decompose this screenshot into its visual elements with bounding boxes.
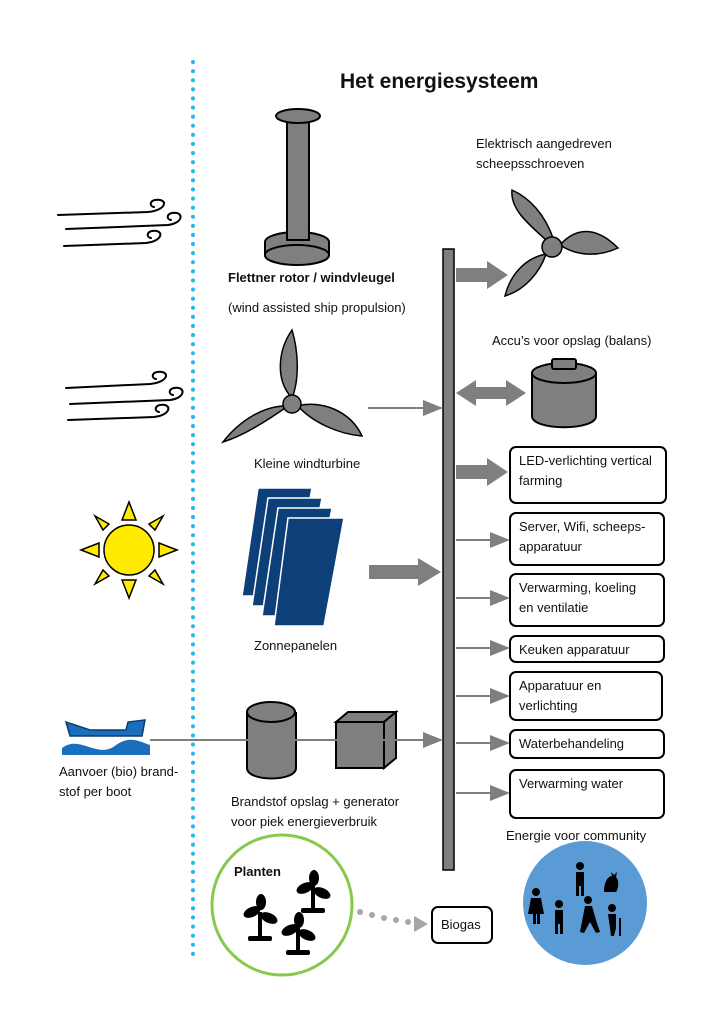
arrow-to-led [456, 458, 508, 486]
consumer-box-appliances: Apparatuur en verlichting [509, 671, 663, 721]
page-title: Het energiesysteem [340, 70, 539, 93]
cat-icon [604, 872, 619, 892]
person-icon [608, 904, 621, 936]
plants-circle [210, 833, 354, 977]
flettner-subtitle: (wind assisted ship propulsion) [228, 300, 406, 315]
battery-label: Accu’s voor opslag (balans) [492, 333, 652, 348]
consumer-box-line2: verlichting [519, 698, 578, 713]
wind-gust-icon [65, 370, 184, 421]
biogas-box: Biogas [431, 906, 493, 944]
consumer-box-line1: Waterbehandeling [519, 736, 625, 751]
solar-panel-icon [241, 487, 345, 627]
person-icon [580, 896, 600, 933]
battery-icon [531, 358, 597, 429]
propellers-label-line1: Elektrisch aangedreven [476, 136, 612, 151]
plant-icon [281, 912, 316, 955]
energy-bus-bar [442, 248, 455, 871]
consumer-box-line1: Server, Wifi, scheeps- [519, 519, 646, 534]
wind-turbine-label: Kleine windturbine [254, 456, 361, 471]
consumer-box-led: LED-verlichting vertical farming [509, 446, 667, 504]
propeller-icon [503, 188, 620, 298]
consumer-box-line2: apparatuur [519, 539, 582, 554]
boat-label-line2: stof per boot [59, 784, 132, 799]
fuel-tank-icon [246, 701, 297, 780]
consumer-box-heating: Verwarming, koeling en ventilatie [509, 573, 665, 627]
consumer-box-server: Server, Wifi, scheeps- apparatuur [509, 512, 665, 566]
consumer-box-line1: Apparatuur en [519, 678, 602, 693]
consumer-box-line2: farming [519, 473, 563, 488]
ship-icon [62, 719, 150, 755]
thin-arrows [150, 400, 510, 801]
consumer-box-water-treatment: Waterbehandeling [509, 729, 665, 759]
solar-label: Zonnepanelen [254, 638, 338, 653]
person-icon [555, 900, 563, 934]
wind-turbine-icon [220, 328, 364, 444]
sun-icon [78, 499, 180, 601]
arrow-to-propellers [456, 261, 508, 289]
consumer-box-line1: LED-verlichting vertical [519, 453, 652, 468]
plants-label: Planten [234, 864, 281, 879]
thick-arrows [369, 261, 526, 586]
community-label: Energie voor community [506, 828, 647, 843]
propellers-label-line2: scheepsschroeven [476, 156, 585, 171]
biogas-dotted-arrow [357, 909, 428, 932]
arrow-battery-bidirectional [456, 380, 526, 406]
fuel-label-line2: voor piek energieverbruik [231, 814, 377, 829]
plant-icon [243, 894, 278, 941]
boat-label-line1: Aanvoer (bio) brand- [59, 764, 179, 779]
flettner-rotor-icon [264, 108, 330, 266]
biogas-label: Biogas [441, 917, 481, 932]
person-icon [576, 862, 584, 896]
consumer-box-kitchen: Keuken apparatuur [509, 635, 665, 663]
consumer-box-line1: Verwarming water [519, 776, 624, 791]
plant-icon [296, 870, 331, 913]
arrow-from-solar [369, 558, 441, 586]
consumer-box-water-heating: Verwarming water [509, 769, 665, 819]
wind-gust-icon [57, 198, 182, 247]
fuel-label-line1: Brandstof opslag + generator [231, 794, 400, 809]
consumer-box-line1: Verwarming, koeling [519, 580, 637, 595]
consumer-box-line2: en ventilatie [519, 600, 589, 615]
person-icon [528, 888, 544, 924]
consumer-box-line1: Keuken apparatuur [519, 642, 630, 657]
flettner-title: Flettner rotor / windvleugel [228, 270, 395, 285]
community-circle [523, 841, 647, 965]
